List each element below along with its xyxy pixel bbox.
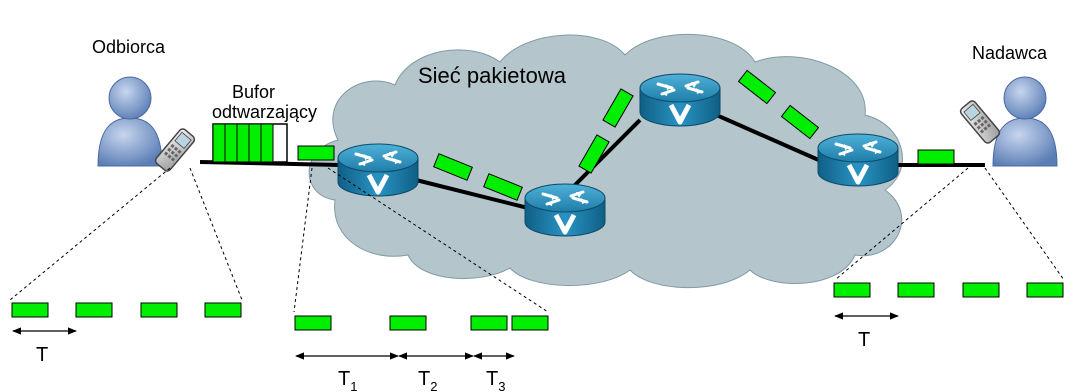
buffer-label-line1: Bufor bbox=[232, 82, 275, 102]
phone-icon bbox=[958, 98, 1002, 146]
network-timeline bbox=[294, 315, 549, 331]
network-links bbox=[199, 108, 985, 210]
t2-label: T2 bbox=[418, 368, 437, 392]
network-cloud bbox=[308, 33, 903, 289]
person-icon bbox=[97, 76, 163, 167]
network-label: Sieć pakietowa bbox=[418, 63, 567, 88]
t3-label: T3 bbox=[486, 368, 505, 392]
buffer-label-line2: odtwarzający bbox=[212, 102, 317, 122]
person-icon bbox=[992, 76, 1058, 167]
router-icon bbox=[525, 184, 605, 236]
t1-label: T1 bbox=[338, 368, 357, 392]
receiver-period-label: T bbox=[36, 344, 48, 366]
router-icon bbox=[640, 74, 720, 126]
router-icon bbox=[818, 134, 898, 186]
receiver-timeline bbox=[11, 302, 242, 318]
zoom-lines bbox=[9, 167, 1065, 313]
receiver-label: Odbiorca bbox=[92, 37, 166, 57]
sender-label: Nadawca bbox=[972, 43, 1048, 63]
network-packets bbox=[297, 69, 955, 201]
sender-period-label: T bbox=[858, 329, 870, 351]
router-icon bbox=[338, 144, 418, 196]
sender-timeline bbox=[833, 282, 1064, 298]
playout-buffer bbox=[212, 123, 288, 163]
